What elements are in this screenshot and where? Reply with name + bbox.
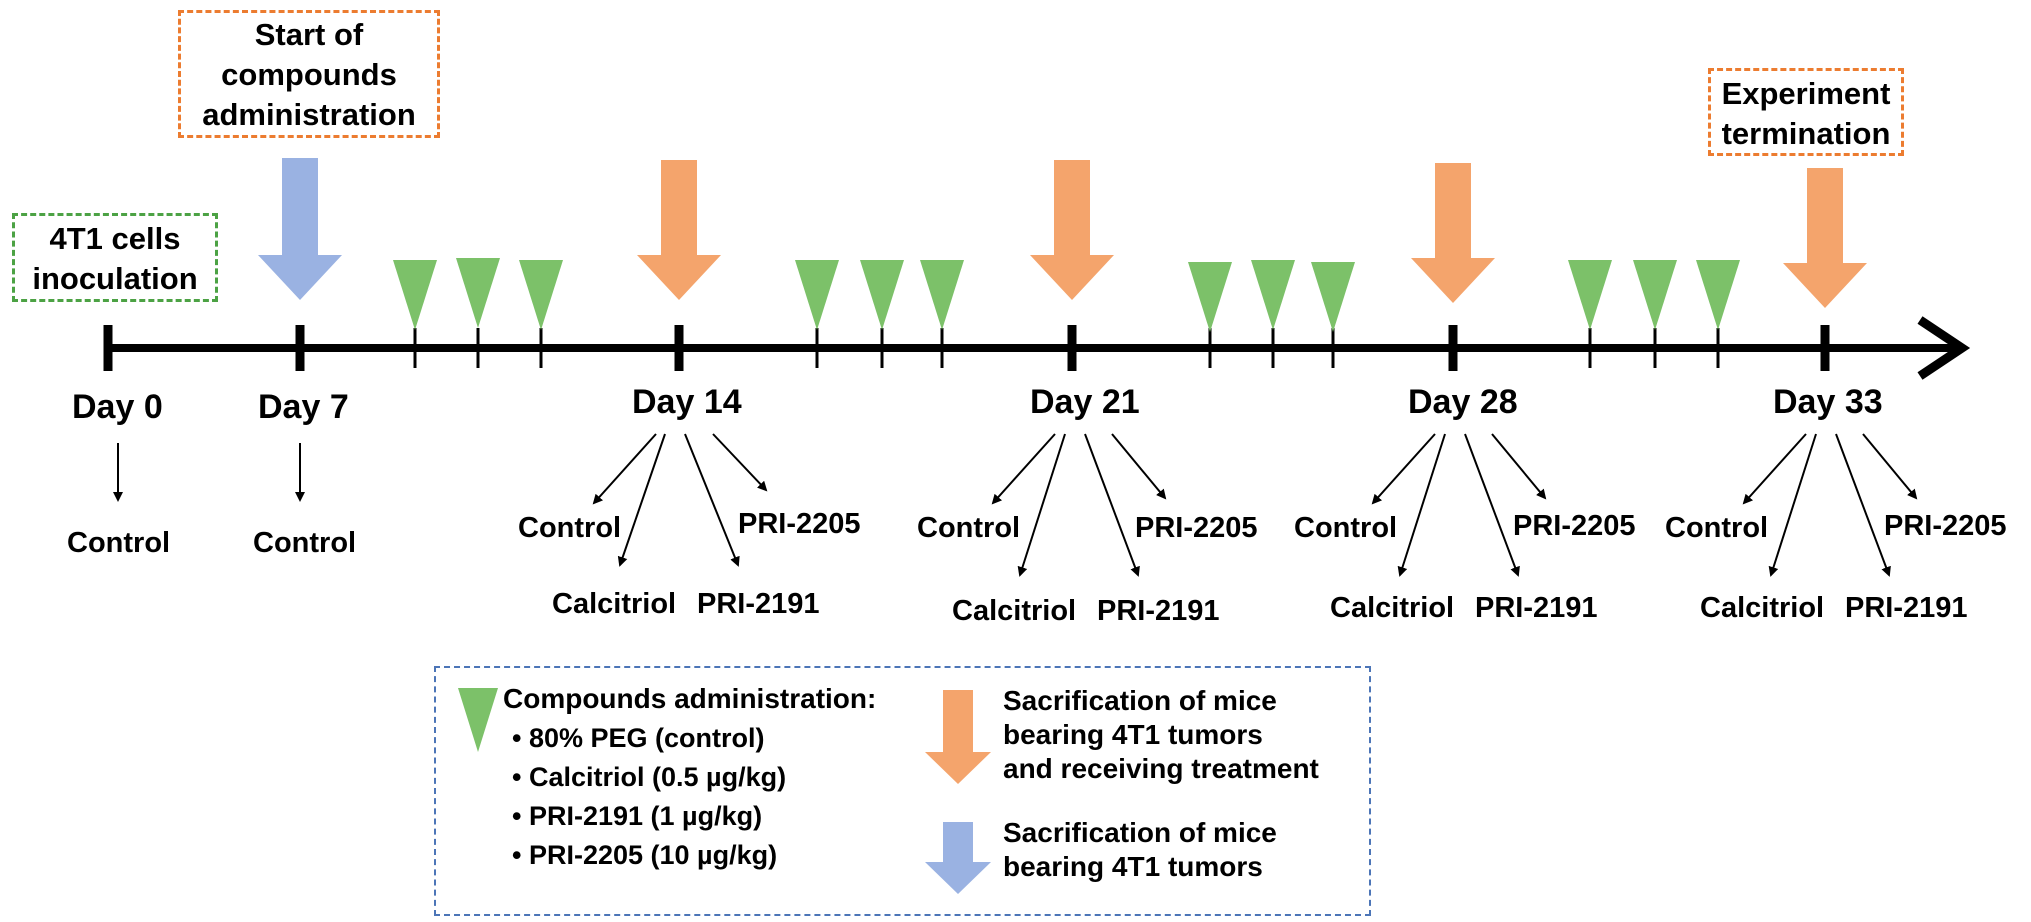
administration-triangle — [1311, 262, 1355, 332]
administration-triangle — [920, 260, 964, 330]
pointer-control — [991, 433, 1056, 505]
group-label-calcitriol: Calcitriol — [1700, 592, 1825, 624]
orange-sacrifice-arrow-day-14 — [637, 160, 721, 300]
pointer-pri2205 — [1111, 433, 1167, 500]
legend-compound-item: • PRI-2205 (10 µg/kg) — [512, 840, 778, 870]
pointer-control — [1371, 433, 1436, 505]
group-label-calcitriol: Calcitriol — [552, 588, 677, 620]
callout-line: administration — [202, 97, 416, 132]
experiment-termination-callout: Experiment termination — [1708, 68, 1904, 156]
pointer-calcitriol — [1397, 433, 1446, 577]
group-label-control: Control — [67, 527, 171, 559]
group-label-pri2205: PRI-2205 — [1513, 510, 1636, 542]
orange-sacrifice-arrow-day-28 — [1411, 163, 1495, 303]
pointer-pri2191 — [1464, 433, 1520, 577]
legend-orange-arrow-icon — [925, 690, 991, 784]
group-label-control: Control — [518, 512, 622, 544]
group-label-control: Control — [253, 527, 357, 559]
legend-text-line: bearing 4T1 tumors — [1003, 851, 1263, 882]
administration-triangle — [795, 260, 839, 330]
pointers-day-33 — [1742, 433, 1918, 577]
administration-triangle — [456, 258, 500, 328]
administration-triangle — [1696, 260, 1740, 330]
administration-triangle — [393, 260, 437, 330]
administration-triangle — [860, 260, 904, 330]
pointers-day-21 — [991, 433, 1167, 577]
blue-sacrifice-arrow — [258, 158, 342, 300]
legend-compound-item: • 80% PEG (control) — [512, 723, 765, 753]
legend-compounds-title: Compounds administration: — [503, 683, 877, 714]
legend-orange-arrow-text: Sacrification of mice bearing 4T1 tumors… — [1003, 684, 1319, 786]
legend-compound-text: Calcitriol (0.5 µg/kg) — [528, 762, 787, 792]
group-label-control: Control — [1294, 512, 1398, 544]
callout-line: termination — [1721, 116, 1891, 151]
legend-compound-item: • PRI-2191 (1 µg/kg) — [512, 801, 763, 831]
day-label: Day 14 — [632, 383, 742, 421]
group-label-pri2205: PRI-2205 — [1884, 510, 2007, 542]
callout-line: inoculation — [32, 261, 198, 296]
pointer-calcitriol — [617, 433, 666, 567]
legend-compound-text: 80% PEG (control) — [528, 723, 765, 753]
pointer-pri2191 — [1835, 433, 1891, 577]
legend-compound-item: • Calcitriol (0.5 µg/kg) — [512, 762, 787, 792]
group-label-pri2191: PRI-2191 — [1475, 592, 1598, 624]
group-label-pri2205: PRI-2205 — [1135, 512, 1258, 544]
legend-compound-text: PRI-2205 (10 µg/kg) — [528, 840, 778, 870]
pointer-pri2191 — [684, 433, 740, 567]
group-label-pri2205: PRI-2205 — [738, 508, 861, 540]
legend-text-line: and receiving treatment — [1003, 753, 1319, 784]
pointer-control — [592, 433, 657, 505]
orange-sacrifice-arrow-day-21 — [1030, 160, 1114, 300]
legend-compound-text: PRI-2191 (1 µg/kg) — [528, 801, 763, 831]
day-label: Day 0 — [72, 388, 163, 426]
orange-sacrifice-arrow-day-33 — [1783, 168, 1867, 308]
administration-triangle — [1188, 262, 1232, 332]
group-label-calcitriol: Calcitriol — [952, 595, 1077, 627]
day-label: Day 28 — [1408, 383, 1518, 421]
timeline-arrowhead — [1917, 316, 1971, 380]
legend-blue-arrow-text: Sacrification of mice bearing 4T1 tumors — [1003, 816, 1277, 884]
start-administration-callout: Start of compounds administration — [178, 10, 440, 138]
pointer-pri2205 — [712, 433, 768, 492]
group-label-pri2191: PRI-2191 — [1097, 595, 1220, 627]
legend-blue-arrow-icon — [925, 822, 991, 894]
callout-line: Experiment — [1721, 76, 1891, 111]
pointers-day-28 — [1371, 433, 1547, 577]
administration-triangle — [519, 260, 563, 330]
minor-ticks — [413, 328, 1720, 368]
callout-line: Start of — [254, 17, 364, 52]
pointer-control — [1742, 433, 1807, 505]
legend-green-triangle-icon — [458, 688, 498, 752]
legend-text-line: bearing 4T1 tumors — [1003, 719, 1263, 750]
callout-line: compounds — [221, 57, 397, 92]
administration-markers — [393, 258, 1740, 332]
callout-line: 4T1 cells — [49, 221, 181, 256]
day-label: Day 33 — [1773, 383, 1883, 421]
pointer-pri2191 — [1084, 433, 1140, 577]
administration-triangle — [1251, 260, 1295, 330]
group-label-pri2191: PRI-2191 — [1845, 592, 1968, 624]
day-label: Day 7 — [258, 388, 349, 426]
pointer-calcitriol — [1017, 433, 1066, 577]
group-label-pri2191: PRI-2191 — [697, 588, 820, 620]
pointers-day-14 — [592, 433, 768, 567]
pointer-pri2205 — [1862, 433, 1918, 500]
administration-triangle — [1633, 260, 1677, 330]
day-label: Day 21 — [1030, 383, 1140, 421]
pointer-calcitriol — [1768, 433, 1817, 577]
inoculation-callout: 4T1 cells inoculation — [12, 213, 218, 302]
administration-triangle — [1568, 260, 1612, 330]
group-label-control: Control — [1665, 512, 1769, 544]
legend-box — [434, 666, 1371, 916]
pointer-pri2205 — [1491, 433, 1547, 500]
group-label-control: Control — [917, 512, 1021, 544]
legend-text-line: Sacrification of mice — [1003, 685, 1277, 716]
legend-text-line: Sacrification of mice — [1003, 817, 1277, 848]
group-label-calcitriol: Calcitriol — [1330, 592, 1455, 624]
